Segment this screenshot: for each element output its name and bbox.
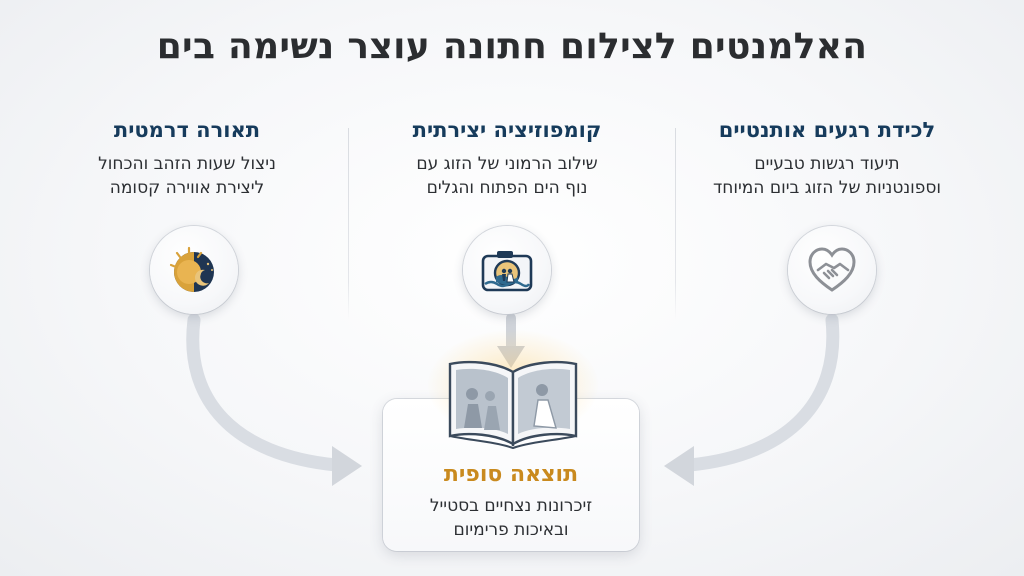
description-line: שילוב הרמוני של הזוג עם <box>416 154 598 174</box>
column-divider <box>675 128 676 320</box>
final-result-description: זיכרונות נצחיים בסטייל ובאיכות פרימיום <box>383 494 639 542</box>
element-heading: תאורה דרמטית <box>113 118 261 142</box>
open-photo-album-icon <box>448 360 578 450</box>
element-description: תיעוד רגשות טבעיים וספונטניות של הזוג בי… <box>682 152 972 200</box>
element-dramatic-lighting: תאורה דרמטית ניצול שעות הזהב והכחול ליצי… <box>42 118 332 200</box>
element-description: ניצול שעות הזהב והכחול ליצירת אווירה קסו… <box>42 152 332 200</box>
icon-badge <box>150 226 238 314</box>
element-heading: קומפוזיציה יצירתית <box>412 118 602 142</box>
description-line: זיכרונות נצחיים בסטייל <box>429 496 593 516</box>
flow-arrow-right <box>683 313 840 472</box>
page-title: האלמנטים לצילום חתונה עוצר נשימה בים <box>156 26 868 67</box>
element-description: שילוב הרמוני של הזוג עם נוף הים הפתוח וה… <box>362 152 652 200</box>
element-authentic-moments: לכידת רגעים אותנטיים תיעוד רגשות טבעיים … <box>682 118 972 200</box>
description-line: ליצירת אווירה קסומה <box>109 178 265 198</box>
description-line: ניצול שעות הזהב והכחול <box>98 154 276 174</box>
arrowhead-right <box>664 446 694 486</box>
description-line: תיעוד רגשות טבעיים <box>754 154 900 174</box>
heart-handshake-icon <box>808 247 856 292</box>
column-divider <box>348 128 349 320</box>
sun-moon-icon <box>169 246 214 292</box>
final-result-heading: תוצאה סופית <box>443 462 579 487</box>
icon-badge <box>788 226 876 314</box>
description-line: וספונטניות של הזוג ביום המיוחד <box>712 178 942 198</box>
description-line: ובאיכות פרימיום <box>453 520 569 540</box>
flow-arrow-left <box>186 313 343 472</box>
icon-badge <box>463 226 551 314</box>
arrowhead-left <box>332 446 362 486</box>
description-line: נוף הים הפתוח והגלים <box>426 178 588 198</box>
camera-couple-waves-icon <box>481 251 533 292</box>
element-heading: לכידת רגעים אותנטיים <box>718 118 936 142</box>
element-creative-composition: קומפוזיציה יצירתית שילוב הרמוני של הזוג … <box>362 118 652 200</box>
